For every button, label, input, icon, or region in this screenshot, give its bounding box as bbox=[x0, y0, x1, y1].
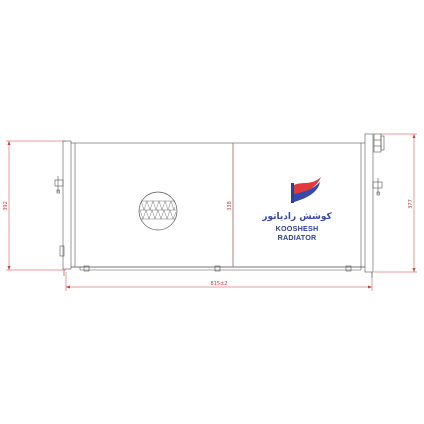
left-height-label: 392 bbox=[3, 201, 9, 211]
arrow-right-top bbox=[412, 134, 416, 138]
core-height-label: 338 bbox=[227, 201, 233, 211]
overall-width-label: 815±2 bbox=[211, 281, 228, 287]
bottom-tab-right bbox=[345, 265, 352, 272]
bottom-tab-left bbox=[83, 265, 90, 272]
radiator-body bbox=[54, 133, 385, 278]
fin-detail-circle bbox=[138, 191, 178, 231]
arrow-left-bottom bbox=[7, 266, 11, 270]
right-top-fitting bbox=[373, 133, 382, 153]
right-bracket-nut bbox=[376, 191, 380, 196]
brand-logo: کوشش رادیاتور KOOSHESH RADIATOR bbox=[261, 177, 332, 242]
fin-detail-outline bbox=[138, 191, 178, 231]
fin-zigzag-2 bbox=[139, 209, 177, 220]
left-tank bbox=[62, 140, 72, 270]
radiator-core bbox=[74, 142, 362, 268]
bottom-tab-center bbox=[214, 265, 221, 272]
arrow-left-top bbox=[7, 141, 11, 145]
left-bottom-fitting bbox=[59, 245, 65, 257]
arrow-width-right bbox=[368, 285, 372, 289]
emblem-flag-blue bbox=[294, 182, 320, 202]
fin-zigzag-1 bbox=[140, 200, 176, 211]
emblem-flag-red bbox=[294, 177, 321, 196]
brand-emblem bbox=[291, 177, 321, 203]
dimension-arrows bbox=[7, 134, 416, 289]
fin-pattern bbox=[139, 200, 177, 220]
brand-name-line2: RADIATOR bbox=[278, 233, 317, 242]
right-height-label: 377 bbox=[408, 199, 414, 209]
brand-script-name: کوشش رادیاتور bbox=[261, 212, 332, 222]
right-top-fitting-cap bbox=[380, 135, 385, 151]
dimension-lines bbox=[6, 133, 417, 291]
emblem-post bbox=[291, 183, 294, 203]
arrow-right-bottom bbox=[412, 268, 416, 272]
left-bracket-nut bbox=[56, 189, 60, 194]
right-tank bbox=[364, 133, 374, 273]
right-bracket bbox=[372, 181, 383, 189]
left-bracket bbox=[54, 179, 64, 187]
brand-name-line1: KOOSHESH bbox=[276, 224, 319, 233]
arrow-width-left bbox=[66, 285, 70, 289]
